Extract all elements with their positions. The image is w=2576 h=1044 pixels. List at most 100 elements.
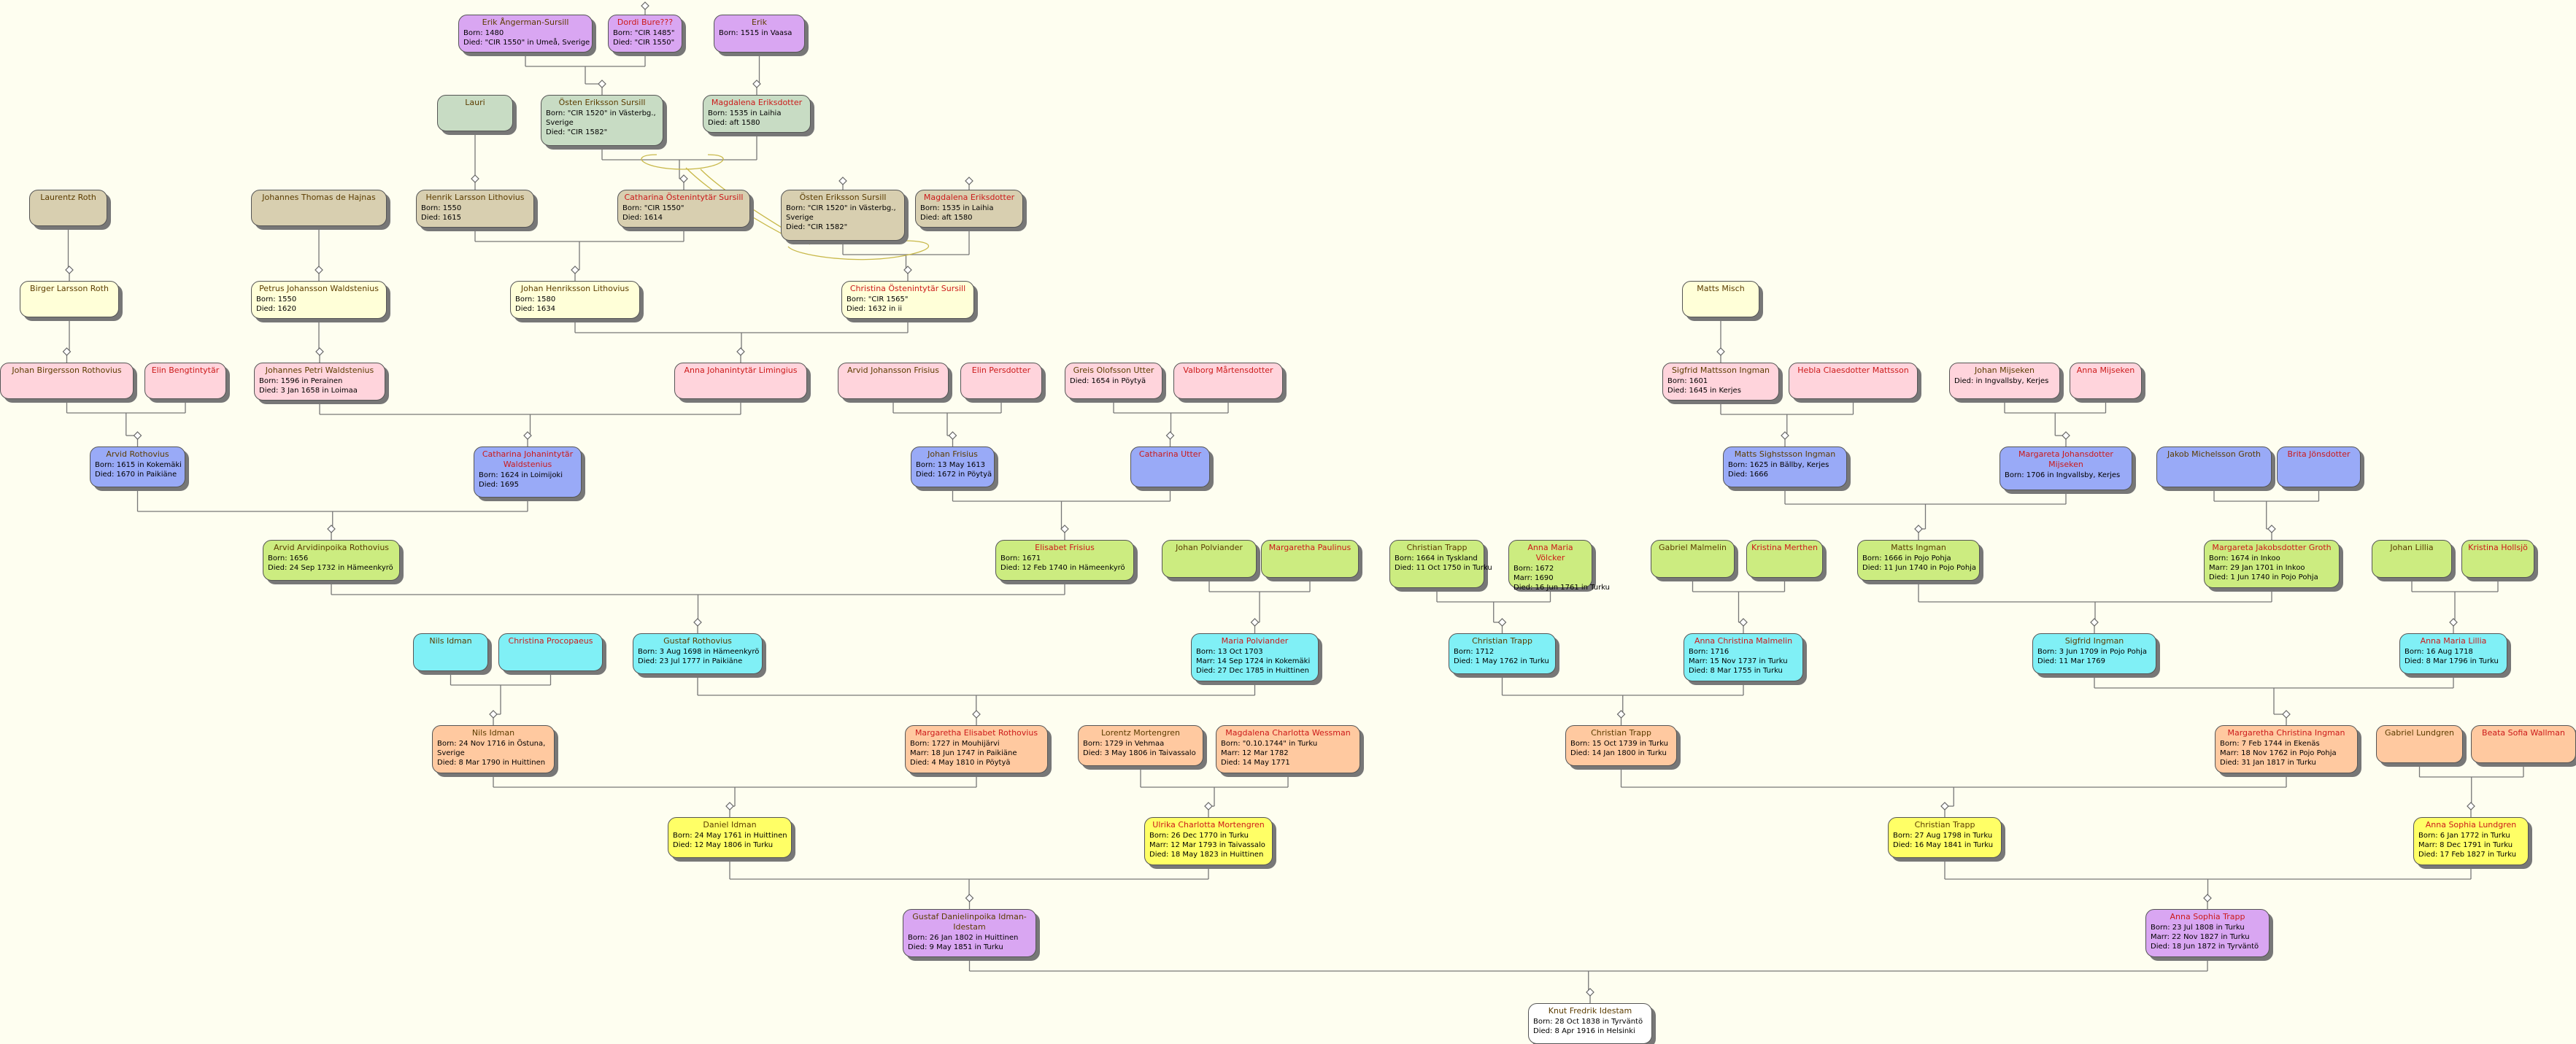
person-card[interactable]: Anna Mijseken <box>2070 363 2142 399</box>
person-card[interactable]: Dordi Bure???Born: "CIR 1485"Died: "CIR … <box>608 15 682 53</box>
person-detail: Marr: 12 Mar 1793 in Taivassalo <box>1149 841 1265 849</box>
person-detail: Born: 7 Feb 1744 in Ekenäs <box>2220 740 2320 748</box>
person-detail: Marr: 1690 <box>1513 574 1554 582</box>
person-detail: Born: "CIR 1485" <box>613 29 675 37</box>
person-card[interactable]: Matts Misch <box>1682 281 1759 317</box>
person-name: Sigfrid Mattsson Ingman <box>1671 366 1770 375</box>
person-name: Catharina Utter <box>1138 449 1202 459</box>
person-card[interactable]: Elin Bengtintytär <box>144 363 226 399</box>
person-detail: Born: 1664 in Tyskland <box>1395 554 1478 562</box>
family-connector-icon <box>972 710 981 719</box>
person-detail: Died: 1654 in Pöytyä <box>1070 377 1146 385</box>
person-card[interactable]: Johan Birgersson Rothovius <box>0 363 134 399</box>
person-name: Gabriel Lundgren <box>2384 728 2454 738</box>
person-name: Maria Polviander <box>1221 636 1289 646</box>
person-card[interactable]: Lauri <box>437 95 513 131</box>
person-card[interactable]: Nils Idman <box>413 633 488 671</box>
family-connector-icon <box>1586 988 1594 997</box>
person-card[interactable]: Hebla Claesdotter Mattsson <box>1789 363 1918 399</box>
person-card[interactable]: Laurentz Roth <box>29 190 107 226</box>
person-card[interactable]: Margaretha Paulinus <box>1261 540 1359 578</box>
person-card[interactable]: Johan Lillia <box>2372 540 2452 578</box>
family-connector-icon <box>2467 802 2475 811</box>
person-detail: Born: 1674 in Inkoo <box>2209 554 2280 562</box>
person-card[interactable]: Jakob Michelsson Groth <box>2156 446 2272 487</box>
person-detail: Died: 1 May 1762 in Turku <box>1454 657 1549 665</box>
person-card[interactable]: Catharina Utter <box>1130 446 1210 487</box>
person-detail: Born: 3 Jun 1709 in Pojo Pohja <box>2037 648 2147 656</box>
person-detail: Died: 1666 <box>1728 471 1768 479</box>
family-connector-icon <box>571 266 579 274</box>
person-detail: Sverige <box>437 749 465 757</box>
person-card[interactable]: Valborg Mårtensdotter <box>1173 363 1283 399</box>
person-card[interactable]: Johannes Thomas de Hajnas <box>251 190 387 226</box>
person-card[interactable]: Anna Johanintytär Limingius <box>674 363 807 399</box>
person-detail: Died: 1695 <box>479 481 519 489</box>
person-card[interactable]: Elin Persdotter <box>960 363 1042 399</box>
person-card[interactable]: Kristina Merthen <box>1746 540 1823 578</box>
person-detail: Born: 1625 in Bällby, Kerjes <box>1728 461 1829 469</box>
person-detail: Died: 1614 <box>622 214 663 222</box>
person-detail: Born: "0.10.1744" in Turku <box>1221 740 1318 748</box>
person-card[interactable]: Gabriel Malmelin <box>1651 540 1735 578</box>
person-card[interactable]: Kristina Hollsjö <box>2461 540 2534 578</box>
person-card[interactable]: Christina Procopaeus <box>498 633 603 671</box>
person-card[interactable]: Arvid Johansson Frisius <box>838 363 949 399</box>
person-card[interactable]: Gabriel Lundgren <box>2376 725 2463 763</box>
person-detail: Born: 1712 <box>1454 648 1495 656</box>
person-card[interactable]: Johan Polviander <box>1162 540 1257 578</box>
person-card[interactable]: Birger Larsson Roth <box>20 281 119 317</box>
family-connector-icon <box>679 174 688 183</box>
person-detail: Born: 16 Aug 1718 <box>2405 648 2473 656</box>
person-card[interactable]: Brita Jönsdotter <box>2277 446 2361 487</box>
person-card[interactable]: Beata Sofia Wallman <box>2471 725 2576 763</box>
person-name: Nils Idman <box>429 636 472 646</box>
person-name: Elin Bengtintytär <box>151 366 220 375</box>
